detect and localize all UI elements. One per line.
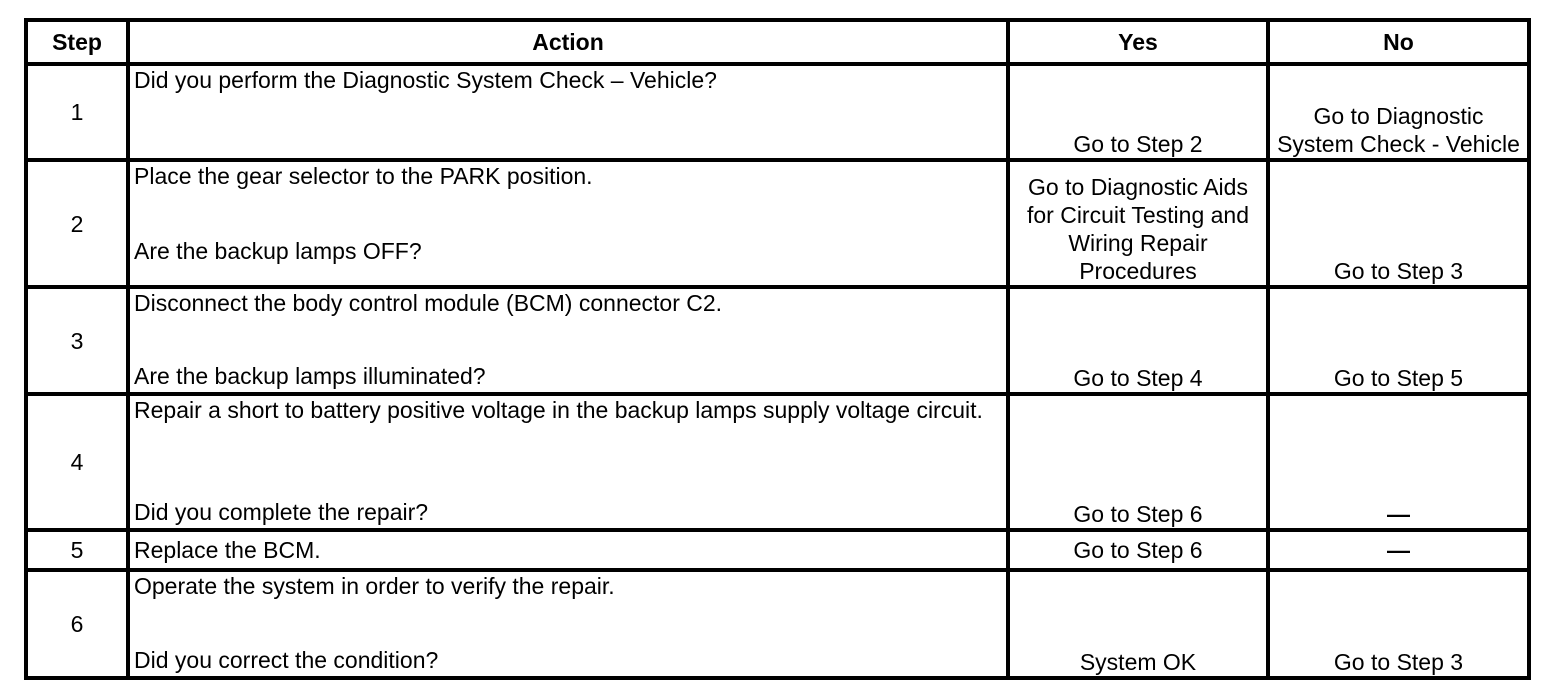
yes-cell: System OK xyxy=(1006,568,1270,680)
action-cell: Place the gear selector to the PARK posi… xyxy=(126,158,1010,289)
header-no: No xyxy=(1266,18,1531,66)
no-cell: Go to Step 3 xyxy=(1266,158,1531,289)
action-text: Repair a short to battery positive volta… xyxy=(134,397,983,423)
action-cell: Operate the system in order to verify th… xyxy=(126,568,1010,680)
table-row: 5 Replace the BCM. Go to Step 6 — xyxy=(24,528,1531,572)
diagnostic-table: Step Action Yes No 1 Did you perform the… xyxy=(24,18,1531,680)
no-cell: Go to Step 3 xyxy=(1266,568,1531,680)
action-text: Did you perform the Diagnostic System Ch… xyxy=(134,67,717,93)
action-cell: Repair a short to battery positive volta… xyxy=(126,392,1010,532)
action-text: Replace the BCM. xyxy=(134,537,321,563)
header-yes: Yes xyxy=(1006,18,1270,66)
action-cell: Did you perform the Diagnostic System Ch… xyxy=(126,62,1010,162)
action-question: Are the backup lamps OFF? xyxy=(134,238,422,264)
no-cell: Go to Diagnostic System Check - Vehicle xyxy=(1266,62,1531,162)
action-question: Did you correct the condition? xyxy=(134,647,439,673)
yes-cell: Go to Step 2 xyxy=(1006,62,1270,162)
action-question: Are the backup lamps illuminated? xyxy=(134,363,486,389)
step-number: 1 xyxy=(24,62,130,162)
yes-cell: Go to Step 6 xyxy=(1006,392,1270,532)
no-cell: Go to Step 5 xyxy=(1266,285,1531,396)
table-row: 1 Did you perform the Diagnostic System … xyxy=(24,62,1531,162)
step-number: 3 xyxy=(24,285,130,396)
table-row: 4 Repair a short to battery positive vol… xyxy=(24,392,1531,532)
header-step: Step xyxy=(24,18,130,66)
action-text: Place the gear selector to the PARK posi… xyxy=(134,163,593,189)
yes-cell: Go to Step 6 xyxy=(1006,528,1270,572)
step-number: 6 xyxy=(24,568,130,680)
step-number: 5 xyxy=(24,528,130,572)
action-cell: Disconnect the body control module (BCM)… xyxy=(126,285,1010,396)
header-action: Action xyxy=(126,18,1010,66)
action-text: Operate the system in order to verify th… xyxy=(134,573,615,599)
action-cell: Replace the BCM. xyxy=(126,528,1010,572)
no-cell: — xyxy=(1266,392,1531,532)
step-number: 4 xyxy=(24,392,130,532)
table-row: 2 Place the gear selector to the PARK po… xyxy=(24,158,1531,289)
action-question: Did you complete the repair? xyxy=(134,499,429,525)
step-number: 2 xyxy=(24,158,130,289)
table-header-row: Step Action Yes No xyxy=(24,18,1531,66)
table-row: 6 Operate the system in order to verify … xyxy=(24,568,1531,680)
action-text: Disconnect the body control module (BCM)… xyxy=(134,290,723,316)
yes-cell: Go to Step 4 xyxy=(1006,285,1270,396)
no-cell: — xyxy=(1266,528,1531,572)
yes-cell: Go to Diagnostic Aids for Circuit Testin… xyxy=(1006,158,1270,289)
table-row: 3 Disconnect the body control module (BC… xyxy=(24,285,1531,396)
